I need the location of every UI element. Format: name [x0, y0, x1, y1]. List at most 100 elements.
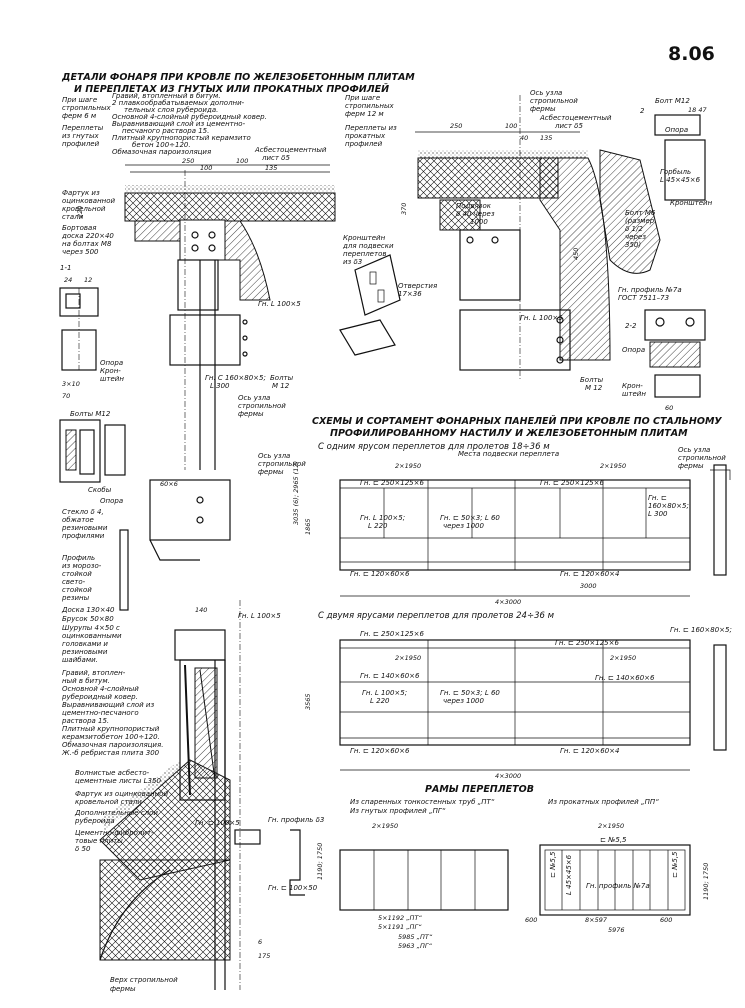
svg-text:Гн. ⊏ 120×60×4: Гн. ⊏ 120×60×4: [560, 570, 619, 578]
svg-text:2×1950: 2×1950: [395, 654, 421, 662]
svg-text:фермы: фермы: [110, 985, 136, 993]
roof-slab: [124, 192, 336, 222]
section-1-1-label: 1-1: [60, 264, 71, 272]
svg-text:стропильной: стропильной: [678, 454, 726, 462]
svg-text:резиновыми: резиновыми: [61, 524, 108, 532]
svg-text:лист δ5: лист δ5: [554, 122, 583, 130]
svg-text:5×1191 „ПГ“: 5×1191 „ПГ“: [378, 923, 422, 931]
svg-text:на болтах М8: на болтах М8: [62, 240, 112, 248]
svg-text:L 300: L 300: [210, 382, 230, 390]
svg-text:100: 100: [236, 157, 248, 165]
svg-text:Гн. ⊏ 140×60×6: Гн. ⊏ 140×60×6: [360, 672, 420, 680]
svg-text:стропильной: стропильной: [238, 402, 286, 410]
svg-text:штейн: штейн: [100, 375, 124, 383]
svg-text:220: 220: [76, 206, 84, 218]
svg-text:Гн. L 100×5: Гн. L 100×5: [520, 314, 563, 322]
svg-text:2×1950: 2×1950: [372, 822, 398, 830]
svg-text:Гн. C 160×80×5;: Гн. C 160×80×5;: [205, 374, 266, 382]
svg-text:5976: 5976: [608, 926, 625, 934]
left-truss-step-label: При шаге стропильных ферм 6 м: [62, 96, 111, 120]
right-truss-step-label: При шаге стропильных ферм 12 м: [345, 94, 394, 118]
svg-text:Гн. профиль №7а: Гн. профиль №7а: [586, 882, 650, 890]
frames-title: РАМЫ ПЕРЕПЛЕТОВ: [425, 784, 534, 795]
svg-text:1190; 1750: 1190; 1750: [702, 863, 710, 900]
svg-text:Доска 130×40: Доска 130×40: [61, 606, 115, 614]
svg-text:Гн. ⊏ 120×60×6: Гн. ⊏ 120×60×6: [350, 570, 410, 578]
left-roof-layers-label: Гравий, втопленный в битум. 2 плавкообра…: [112, 92, 267, 156]
svg-text:Гравий, втоплен-: Гравий, втоплен-: [62, 669, 126, 677]
svg-text:ный в битум.: ный в битум.: [62, 677, 110, 685]
sheet-number: 8.06: [668, 43, 715, 65]
screws-label: Шурупы 4×50 с оцинкованными головками и …: [61, 624, 122, 664]
svg-text:Переплеты из: Переплеты из: [345, 124, 397, 132]
svg-text:350): 350): [625, 241, 641, 249]
svg-text:Гн. ⊏ 100×50: Гн. ⊏ 100×50: [268, 884, 318, 892]
right-bracket-label: Кронштейн: [670, 199, 713, 207]
svg-text:цементные листы L350: цементные листы L350: [75, 777, 161, 785]
svg-text:δ 1/2: δ 1/2: [625, 225, 643, 233]
svg-text:Плитный крупнопористый: Плитный крупнопористый: [62, 725, 160, 733]
svg-text:Шурупы 4×50 с: Шурупы 4×50 с: [62, 624, 120, 632]
hang-places-label: Места подвески переплета: [458, 450, 559, 458]
svg-text:шайбами.: шайбами.: [62, 656, 98, 664]
svg-text:⊏ №5,5: ⊏ №5,5: [549, 851, 557, 878]
svg-text:стропильной: стропильной: [258, 460, 306, 468]
svg-text:резины: резины: [61, 594, 90, 602]
holes-label: Отверстия 17×36: [398, 282, 437, 298]
svg-text:Верх стропильной: Верх стропильной: [110, 976, 178, 984]
svg-text:Гн. L 100×5;: Гн. L 100×5;: [362, 689, 407, 697]
svg-text:Гн. профиль δ3: Гн. профиль δ3: [268, 816, 324, 824]
svg-text:из морозо-: из морозо-: [62, 562, 102, 570]
support-label: Опора: [665, 126, 688, 134]
schemes-title-2: ПРОФИЛИРОВАННОМУ НАСТИЛУ И ЖЕЛЕЗОБЕТОННЫ…: [330, 428, 688, 439]
svg-text:рубероидный ковер.: рубероидный ковер.: [61, 693, 138, 701]
sash-frames: РАМЫ ПЕРЕПЛЕТОВ Из спаренных тонкостенны…: [268, 784, 710, 950]
svg-text:М 12: М 12: [272, 382, 290, 390]
svg-text:Плитный крупнопористый керамзи: Плитный крупнопористый керамзито: [112, 134, 251, 142]
svg-text:раствора 15.: раствора 15.: [61, 717, 109, 725]
svg-text:доска 220×40: доска 220×40: [61, 232, 114, 240]
lower-bracket: 60×6: [149, 479, 231, 561]
pad-label: Подвязок δ 40 через 1000: [456, 202, 495, 226]
bolts-m12-label: Болты М12: [70, 410, 111, 418]
left-truss-node-label: Ось узла стропильной фермы: [238, 394, 286, 418]
one-tier-title: С одним ярусом переплетов для пролетов 1…: [318, 442, 550, 452]
svg-text:стропильной: стропильной: [530, 97, 578, 105]
frame-pp: [539, 844, 691, 916]
svg-text:40: 40: [520, 134, 528, 142]
svg-text:Волнистые асбесто-: Волнистые асбесто-: [75, 769, 150, 777]
svg-text:стропильных: стропильных: [62, 104, 111, 112]
board-label: Бортовая доска 220×40 на болтах М8 через…: [61, 224, 114, 256]
title-line-2: И ПЕРЕПЛЕТАХ ИЗ ГНУТЫХ ИЛИ ПРОКАТНЫХ ПРО…: [74, 83, 389, 95]
svg-text:ГОСТ 7511–73: ГОСТ 7511–73: [618, 294, 669, 302]
svg-text:6: 6: [258, 938, 262, 946]
svg-text:оцинкованными: оцинкованными: [62, 632, 122, 640]
svg-text:2 плавкообрабатываемых дополни: 2 плавкообрабатываемых дополни-: [112, 99, 245, 107]
middle-bracket-detail: Кронштейн для подвески переплетов из δ3 …: [339, 234, 437, 356]
left-asbestos-label: Асбестоцементный лист δ5: [254, 146, 327, 162]
svg-text:Брусок 50×80: Брусок 50×80: [62, 615, 114, 623]
gorbyl-label: Горбыль L 45×45×6: [660, 168, 701, 184]
svg-text:стойкой: стойкой: [62, 570, 92, 578]
svg-text:лист δ5: лист δ5: [261, 154, 290, 162]
bolt-m12-label: Болт М12: [655, 97, 690, 105]
lower-left-detail: Доска 130×40 Брусок 50×80 Шурупы 4×50 с …: [61, 600, 281, 993]
svg-text:Гн. профиль №7а: Гн. профиль №7а: [618, 286, 682, 294]
glass-label: Стекло δ 4, обжатое резиновыми профилями: [61, 508, 108, 540]
gn-l-label: Гн. L 100×5: [258, 300, 301, 308]
svg-text:Основной 4-слойный: Основной 4-слойный: [62, 685, 139, 693]
svg-text:5×1192 „ПТ“: 5×1192 „ПТ“: [378, 914, 422, 922]
svg-text:При шаге: При шаге: [62, 96, 97, 104]
svg-text:кровельной: кровельной: [62, 205, 106, 213]
svg-text:Подвязок: Подвязок: [456, 202, 492, 210]
svg-text:Гн. ⊏ 250×125×6: Гн. ⊏ 250×125×6: [555, 639, 619, 647]
svg-text:175: 175: [258, 952, 270, 960]
bolts-m12b-label: Болты М 12: [270, 374, 294, 390]
gn-c-label: Гн. C 160×80×5; L 300: [205, 374, 266, 390]
svg-text:1190; 1750: 1190; 1750: [316, 843, 324, 880]
svg-text:Гн. ⊏ 100×5: Гн. ⊏ 100×5: [195, 819, 240, 827]
bolt-m6-label: Болт М6 (размер δ 1/2 через 350): [625, 209, 656, 249]
svg-text:17×36: 17×36: [398, 290, 422, 298]
svg-text:Болты: Болты: [270, 374, 294, 382]
svg-text:L 45×45×6: L 45×45×6: [660, 176, 701, 184]
